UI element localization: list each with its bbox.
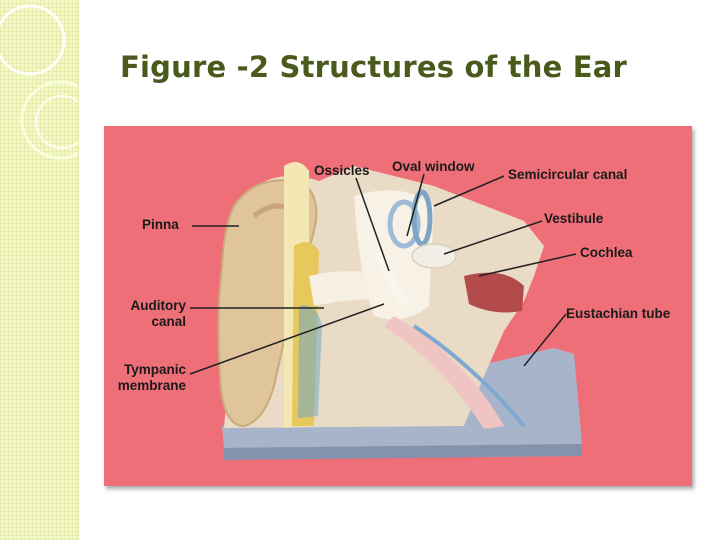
label-tympanic-membrane-line1: Tympanic	[123, 362, 186, 377]
label-oval-window: Oval window	[392, 159, 475, 174]
ear-model-illustration	[189, 162, 582, 460]
label-tympanic-membrane-line2: membrane	[117, 378, 186, 393]
leader-lines	[189, 173, 577, 375]
decorative-side-strip	[0, 0, 79, 540]
semicircular-canal-shape-2	[411, 189, 433, 247]
label-pinna: Pinna	[142, 217, 179, 232]
semicircular-canal-shape	[387, 199, 421, 249]
ossicles-shape	[374, 251, 409, 306]
label-semicircular-canal: Semicircular canal	[508, 167, 628, 182]
eustachian-tube-vessel	[412, 324, 526, 428]
label-vestibule: Vestibule	[544, 211, 604, 226]
decorative-circles	[0, 4, 78, 160]
label-auditory-canal-line1: Auditory	[130, 298, 187, 313]
eustachian-tube-shape	[384, 316, 504, 429]
bone-marrow	[298, 305, 322, 418]
vestibule-shape	[411, 243, 457, 269]
label-ossicles: Ossicles	[314, 163, 370, 178]
label-auditory-canal-line2: canal	[151, 314, 186, 329]
label-cochlea: Cochlea	[580, 245, 633, 260]
cochlea-shape	[464, 272, 524, 313]
label-eustachian-tube: Eustachian tube	[566, 306, 671, 321]
ear-diagram-figure: Pinna Auditory canal Tympanic membrane O…	[104, 126, 692, 486]
model-base-front	[224, 444, 582, 460]
slide-title: Figure -2 Structures of the Ear	[120, 50, 628, 84]
